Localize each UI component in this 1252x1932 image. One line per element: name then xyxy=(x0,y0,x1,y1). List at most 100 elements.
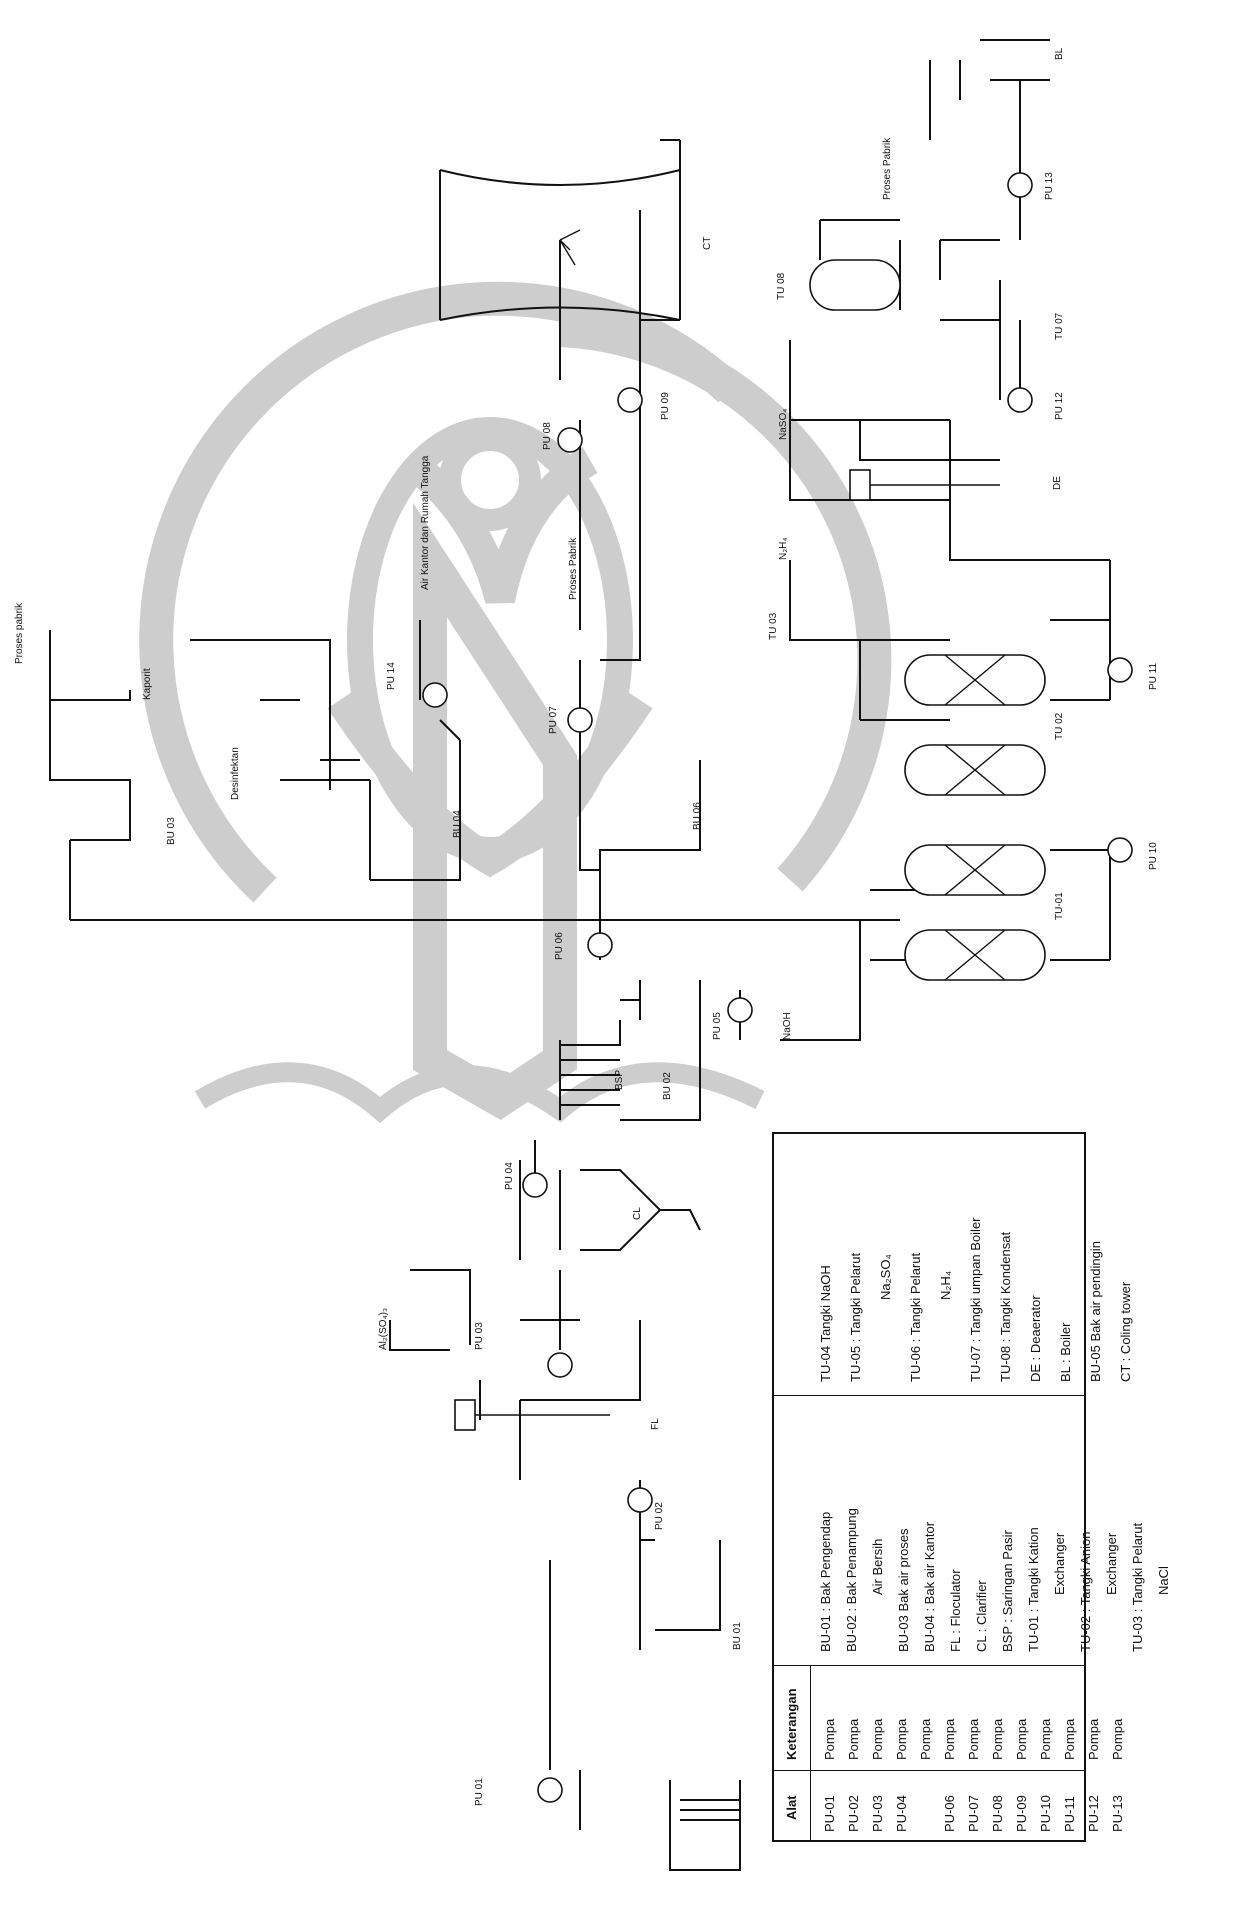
label-ct: CT xyxy=(702,237,713,250)
legend-pump-alat: PU-01 xyxy=(818,1795,842,1832)
legend-equipment-entry: DE : Deaerator xyxy=(1024,1295,1048,1382)
label-tu08: TU 08 xyxy=(776,272,787,300)
label-bu03: BU 03 xyxy=(166,817,177,845)
legend-header-keterangan: Keterangan xyxy=(774,1688,810,1760)
label-proses-pabrik-3: Proses Pabrik xyxy=(882,137,893,200)
legend-pump-alat: PU-09 xyxy=(1010,1795,1034,1832)
label-fl: FL xyxy=(650,1418,661,1430)
pump-pu10 xyxy=(1108,838,1132,862)
label-na2so4: NaSO₄ xyxy=(778,409,789,440)
label-pu05: PU 05 xyxy=(712,1012,723,1040)
legend-equipment-entry: Na₂SO₄ xyxy=(874,1254,898,1300)
pump-pu12 xyxy=(1008,388,1032,412)
vessel-tu01-b xyxy=(905,845,1045,895)
label-proses-pabrik-2: Proses Pabrik xyxy=(568,537,579,600)
pump-pu06 xyxy=(588,933,612,957)
pump-pu09 xyxy=(618,388,642,412)
label-al2so4: Al₂(SO₄)₃ xyxy=(378,1308,389,1350)
label-cl: CL xyxy=(632,1207,643,1220)
pump-pu11 xyxy=(1108,658,1132,682)
label-pu12: PU 12 xyxy=(1054,392,1065,420)
watermark-logo xyxy=(156,299,874,1110)
label-pu03: PU 03 xyxy=(474,1322,485,1350)
legend-equipment-entry: NaCl xyxy=(1152,1566,1176,1595)
pump-pu07 xyxy=(568,708,592,732)
legend-pump-keterangan: Pompa xyxy=(1106,1719,1130,1760)
label-bl: BL xyxy=(1054,47,1065,60)
label-pu14: PU 14 xyxy=(386,662,397,690)
label-bu04: BU 04 xyxy=(452,810,463,838)
label-pu11: PU 11 xyxy=(1148,663,1159,690)
label-de: DE xyxy=(1052,476,1063,490)
label-tu01: TU-01 xyxy=(1054,892,1065,920)
legend-pump-keterangan: Pompa xyxy=(938,1719,962,1760)
legend-pump-alat: PU-03 xyxy=(866,1795,890,1832)
legend-equipment-entry: TU-06 : Tangki Pelarut xyxy=(904,1253,928,1382)
pump-pu04 xyxy=(523,1173,547,1197)
label-bu02: BU 02 xyxy=(662,1072,673,1100)
legend-equipment-entry: TU-05 : Tangki Pelarut xyxy=(844,1253,868,1382)
label-bu01: BU 01 xyxy=(732,1622,743,1650)
legend-pump-keterangan: Pompa xyxy=(914,1719,938,1760)
legend-pump-keterangan: Pompa xyxy=(818,1719,842,1760)
label-pu09: PU 09 xyxy=(660,392,671,420)
label-tu03: TU 03 xyxy=(768,612,779,640)
legend-equipment-entry: TU-08 : Tangki Kondensat xyxy=(994,1232,1018,1382)
vessel-tu01-a xyxy=(905,930,1045,980)
legend-equipment-entry: BU-04 : Bak air Kantor xyxy=(918,1522,942,1652)
legend-equipment-entry: TU-01 : Tangki Kation xyxy=(1022,1527,1046,1652)
legend-pump-alat: PU-07 xyxy=(962,1795,986,1832)
label-pu13: PU 13 xyxy=(1044,172,1055,200)
legend-pump-alat: PU-04 xyxy=(890,1795,914,1832)
legend-equipment-entry: BU-01 : Bak Pengendap xyxy=(814,1512,838,1652)
pump-pu02 xyxy=(628,1488,652,1512)
legend-equipment-entry: Exchanger xyxy=(1048,1533,1072,1595)
legend-pump-alat: PU-11 xyxy=(1058,1796,1082,1832)
label-bu06: BU 06 xyxy=(692,802,703,830)
label-pu02: PU 02 xyxy=(654,1502,665,1530)
pump-pu13 xyxy=(1008,173,1032,197)
legend-equipment-entry: CL : Clarifier xyxy=(970,1580,994,1652)
mixer-de xyxy=(850,470,1000,500)
legend-equipment-entry: Air Bersih xyxy=(866,1539,890,1595)
legend-pump-keterangan: Pompa xyxy=(1010,1719,1034,1760)
legend-equipment-entry: CT : Coling tower xyxy=(1114,1282,1138,1382)
pump-pu01 xyxy=(538,1778,562,1802)
legend-pump-keterangan: Pompa xyxy=(1058,1719,1082,1760)
legend-header-alat: Alat xyxy=(774,1795,810,1820)
label-pu10: PU 10 xyxy=(1148,842,1159,870)
legend-equipment-entry: TU-03 : Tangki Pelarut xyxy=(1126,1523,1150,1652)
legend-equipment-entry: N₂H₄ xyxy=(934,1271,958,1300)
vessel-tu02-a xyxy=(905,745,1045,795)
legend-pump-alat: PU-10 xyxy=(1034,1795,1058,1832)
legend-equipment-entry: TU-07 : Tangki umpan Boiler xyxy=(964,1217,988,1382)
pump-pu14 xyxy=(423,683,447,707)
legend-pump-keterangan: Pompa xyxy=(890,1719,914,1760)
legend-equipment-entry: BU-03 Bak air proses xyxy=(892,1528,916,1652)
bak-pengendap xyxy=(670,1780,740,1870)
legend-pump-keterangan: Pompa xyxy=(962,1719,986,1760)
label-tu07: TU 07 xyxy=(1054,312,1065,340)
pump-pu08 xyxy=(558,428,582,452)
legend-pump-alat: PU-02 xyxy=(842,1795,866,1832)
legend-pump-keterangan: Pompa xyxy=(866,1719,890,1760)
tank-tu08 xyxy=(810,260,900,310)
label-proses-pabrik-1: Proses pabrik xyxy=(14,602,25,664)
legend-header-line xyxy=(810,1665,811,1840)
legend-equipment-entry: TU-02 : Tangki Anion xyxy=(1074,1532,1098,1652)
legend-pump-alat: PU-08 xyxy=(986,1795,1010,1832)
legend-equipment-entry: FL : Floculator xyxy=(944,1569,968,1652)
label-pu06: PU 06 xyxy=(554,932,565,960)
label-pu07: PU 07 xyxy=(548,706,559,734)
legend-pump-keterangan: Pompa xyxy=(1034,1719,1058,1760)
label-desinfektan: Desinfektan xyxy=(230,747,241,800)
legend-equipment-entry: TU-04 Tangki NaOH xyxy=(814,1265,838,1382)
legend-equipment-entry: BU-02 : Bak Penampung xyxy=(840,1508,864,1652)
legend-equipment-entry: BSP : Saringan Pasir xyxy=(996,1530,1020,1652)
label-air-kantor: Air Kantor dan Rumah Tangga xyxy=(420,455,431,590)
label-n2h4: N₂H₄ xyxy=(778,538,789,560)
legend-equipment-entry: BU-05 Bak air pendingin xyxy=(1084,1241,1108,1382)
label-pu04: PU 04 xyxy=(504,1162,515,1190)
legend-pump-keterangan: Pompa xyxy=(1082,1719,1106,1760)
label-tu02: TU 02 xyxy=(1054,712,1065,740)
